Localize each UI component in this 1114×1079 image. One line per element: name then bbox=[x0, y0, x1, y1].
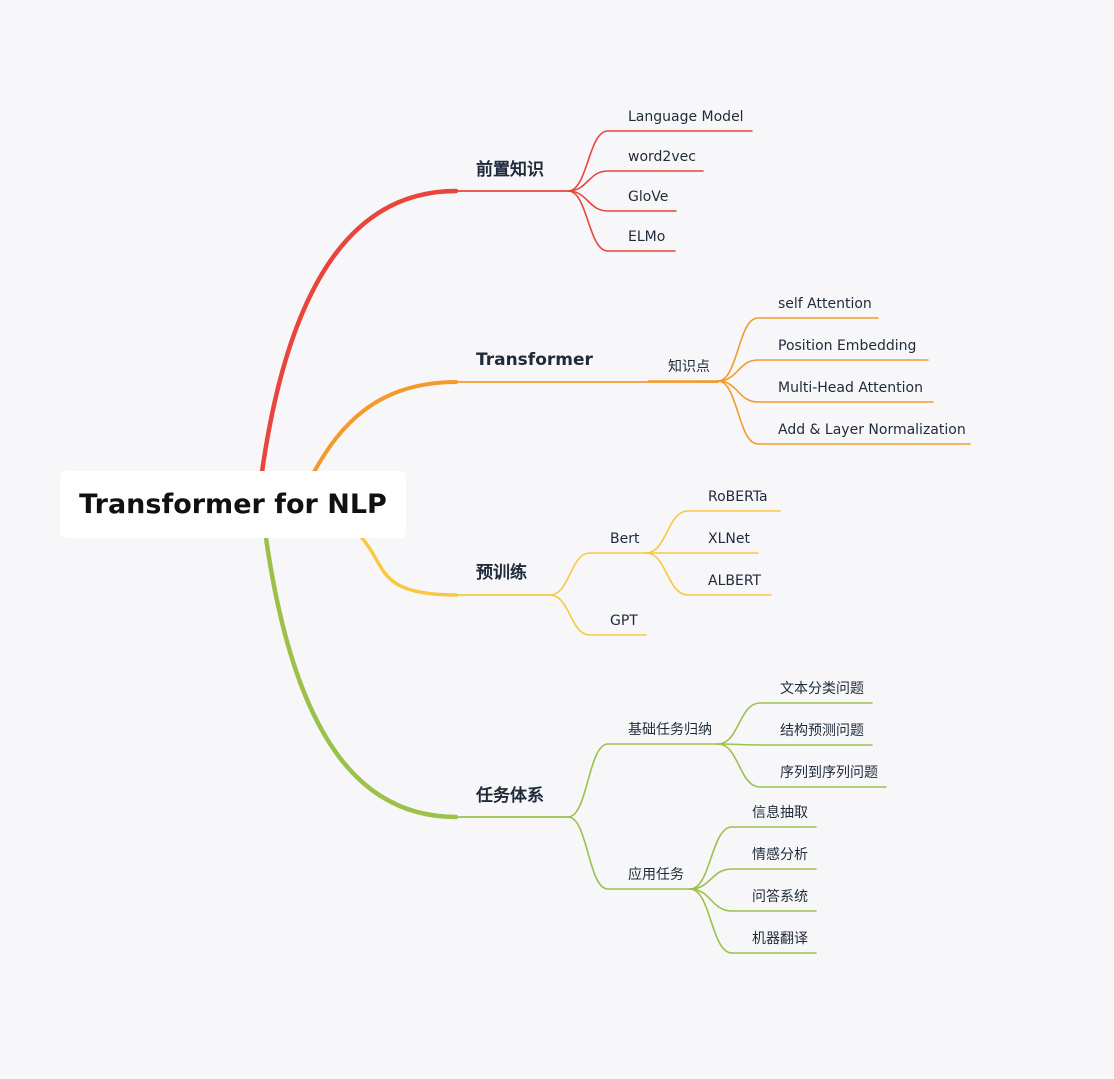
child-label-tasks[interactable]: 应用任务 bbox=[628, 866, 684, 883]
leaf-connector-transformer bbox=[717, 317, 879, 382]
child-connector-tasks bbox=[567, 816, 691, 890]
leaf-connector-pretrain bbox=[645, 552, 772, 596]
branch-connector-prereq bbox=[259, 188, 459, 475]
leaf-label-tasks[interactable]: 机器翻译 bbox=[752, 931, 808, 947]
leaf-label-tasks[interactable]: 情感分析 bbox=[752, 846, 808, 863]
child-label-tasks[interactable]: 基础任务归纳 bbox=[628, 721, 712, 738]
leaf-label-transformer[interactable]: Position Embedding bbox=[778, 338, 916, 354]
child-connector-transformer bbox=[647, 380, 719, 383]
child-connector-tasks bbox=[567, 743, 719, 818]
child-connector-pretrain bbox=[549, 552, 647, 596]
child-connector-prereq bbox=[567, 190, 676, 252]
child-label-prereq[interactable]: Language Model bbox=[628, 109, 744, 125]
branch-connector-pretrain bbox=[360, 536, 458, 597]
child-connector-prereq bbox=[567, 170, 704, 192]
child-label-transformer[interactable]: 知识点 bbox=[668, 358, 710, 375]
branch-label-transformer[interactable]: Transformer bbox=[476, 350, 594, 370]
leaf-connector-tasks bbox=[689, 888, 817, 912]
leaf-label-tasks[interactable]: 信息抽取 bbox=[752, 804, 808, 821]
leaf-label-tasks[interactable]: 序列到序列问题 bbox=[780, 765, 878, 781]
branch-label-pretrain[interactable]: 预训练 bbox=[476, 562, 527, 583]
leaf-connector-transformer bbox=[717, 359, 929, 382]
leaf-label-transformer[interactable]: self Attention bbox=[778, 296, 872, 312]
child-label-pretrain[interactable]: GPT bbox=[610, 613, 638, 629]
leaf-connector-tasks bbox=[689, 888, 817, 954]
leaf-label-tasks[interactable]: 问答系统 bbox=[752, 888, 808, 905]
leaf-connector-transformer bbox=[717, 380, 971, 445]
child-label-prereq[interactable]: word2vec bbox=[628, 149, 696, 165]
child-label-prereq[interactable]: ELMo bbox=[628, 229, 665, 245]
leaf-connector-tasks bbox=[717, 743, 873, 746]
branch-connector-transformer bbox=[312, 380, 458, 474]
branch-label-tasks[interactable]: 任务体系 bbox=[475, 785, 544, 806]
child-connector-prereq bbox=[567, 190, 677, 212]
leaf-connector-tasks bbox=[689, 826, 817, 890]
child-label-pretrain[interactable]: Bert bbox=[610, 531, 640, 547]
child-connector-prereq bbox=[567, 130, 753, 192]
leaf-label-pretrain[interactable]: RoBERTa bbox=[708, 489, 768, 505]
root-node-label: Transformer for NLP bbox=[79, 489, 387, 520]
leaf-connector-pretrain bbox=[645, 510, 781, 554]
leaf-connector-transformer bbox=[717, 380, 934, 403]
leaf-label-tasks[interactable]: 结构预测问题 bbox=[780, 723, 864, 739]
leaf-connector-tasks bbox=[717, 743, 887, 788]
leaf-label-pretrain[interactable]: ALBERT bbox=[708, 573, 762, 589]
leaf-label-transformer[interactable]: Add & Layer Normalization bbox=[778, 422, 966, 438]
leaf-connector-tasks bbox=[689, 868, 817, 890]
branch-label-prereq[interactable]: 前置知识 bbox=[476, 159, 544, 180]
child-label-prereq[interactable]: GloVe bbox=[628, 189, 668, 205]
child-connector-pretrain bbox=[549, 594, 647, 636]
branch-connector-tasks bbox=[263, 535, 459, 820]
leaf-connector-tasks bbox=[717, 702, 873, 745]
leaf-label-tasks[interactable]: 文本分类问题 bbox=[780, 681, 864, 697]
leaf-label-pretrain[interactable]: XLNet bbox=[708, 531, 750, 547]
leaf-label-transformer[interactable]: Multi-Head Attention bbox=[778, 380, 923, 396]
root-node[interactable]: Transformer for NLP bbox=[60, 471, 406, 538]
